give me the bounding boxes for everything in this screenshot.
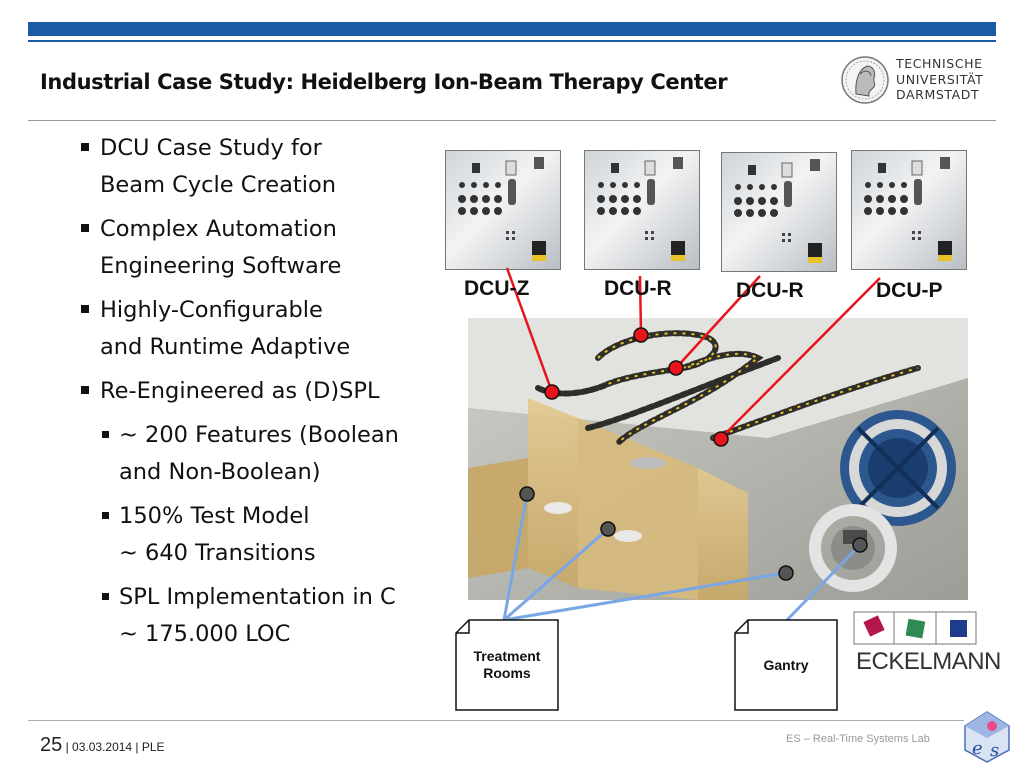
bullet-square-icon	[81, 224, 89, 232]
bullet-square-icon	[81, 386, 89, 394]
bullet-square-icon	[102, 431, 109, 438]
eckelmann-wordmark: ECKELMANN	[856, 648, 1001, 675]
room-marker	[519, 486, 535, 502]
eckelmann-logo: ECKELMANN	[852, 610, 1008, 676]
header-top-bar	[28, 22, 996, 36]
bullet-square-icon	[81, 143, 89, 151]
footer-divider	[28, 720, 964, 721]
dcu-p-connector	[719, 277, 881, 440]
page-number: 25	[40, 734, 63, 756]
room-link	[503, 571, 786, 622]
dcu-r2-marker	[668, 360, 684, 376]
room-link	[503, 527, 609, 622]
bullet-item: Re-Engineered as (D)SPL	[78, 373, 438, 410]
gantry-marker	[852, 537, 868, 553]
slide-title: Industrial Case Study: Heidelberg Ion-Be…	[40, 70, 728, 94]
bullet-text: 150% Test Model	[119, 503, 310, 529]
dcu-r1-connector	[638, 275, 643, 336]
dcu-z-marker	[544, 384, 560, 400]
dcu-panel-icon	[734, 159, 822, 263]
sub-bullet-item: 150% Test Model ~ 640 Transitions	[102, 498, 438, 572]
room-link	[502, 493, 529, 621]
dcu-label: DCU-R	[604, 277, 672, 300]
svg-text:e: e	[972, 738, 983, 759]
dcu-panel-icon	[597, 157, 685, 261]
eckelmann-logo-icon	[853, 611, 977, 645]
header-thin-line	[28, 40, 996, 42]
gantry-link	[785, 543, 862, 622]
bullet-text: DCU Case Study for	[100, 135, 322, 161]
dcu-device-image	[721, 152, 837, 272]
bullet-text: Highly-Configurable	[100, 297, 323, 323]
dcu-panel-icon	[458, 157, 546, 261]
dcu-p-marker	[713, 431, 729, 447]
bullet-square-icon	[102, 512, 109, 519]
es-lab-logo-icon: e s	[964, 711, 1010, 763]
bullet-text: ~ 640 Transitions	[119, 540, 316, 566]
dcu-device-image	[584, 150, 700, 270]
bullet-text: ~ 175.000 LOC	[119, 621, 291, 647]
bullet-text: Engineering Software	[100, 253, 342, 279]
footer-lab-name: ES – Real-Time Systems Lab	[786, 733, 930, 745]
dcu-r2-connector	[675, 275, 761, 369]
tu-darmstadt-seal-icon	[841, 56, 889, 104]
footer-date-topic: | 03.03.2014 | PLE	[62, 740, 165, 754]
room-marker	[600, 521, 616, 537]
bullet-text: Re-Engineered as (D)SPL	[100, 378, 380, 404]
bullet-text: and Non-Boolean)	[119, 459, 321, 485]
bullet-item: Highly-Configurable and Runtime Adaptive	[78, 292, 438, 366]
title-divider	[28, 120, 996, 121]
dcu-label: DCU-Z	[464, 277, 530, 300]
treatment-rooms-note: Treatment Rooms	[455, 619, 559, 711]
bullet-text: and Runtime Adaptive	[100, 334, 351, 360]
sub-bullet-item: SPL Implementation in C ~ 175.000 LOC	[102, 579, 438, 653]
footer-info: 25 | 03.03.2014 | PLE	[40, 734, 165, 757]
gantry-note: Gantry	[734, 619, 838, 711]
logo-line: TECHNISCHE	[896, 56, 983, 71]
bullet-text: SPL Implementation in C	[119, 584, 396, 610]
note-icon	[455, 619, 559, 711]
dcu-label: DCU-P	[876, 279, 943, 302]
bullet-square-icon	[81, 305, 89, 313]
bullet-text: ~ 200 Features (Boolean	[119, 422, 399, 448]
treatment-rooms-label: Treatment Rooms	[473, 648, 541, 681]
tu-darmstadt-logo-text: TECHNISCHE UNIVERSITÄT DARMSTADT	[896, 56, 983, 103]
svg-text:s: s	[990, 740, 999, 761]
dcu-label: DCU-R	[736, 279, 804, 302]
note-icon	[734, 619, 838, 711]
gantry-label: Gantry	[763, 656, 809, 673]
bullet-text: Beam Cycle Creation	[100, 172, 336, 198]
bullet-square-icon	[102, 593, 109, 600]
sub-bullet-item: ~ 200 Features (Boolean and Non-Boolean)	[102, 417, 438, 491]
room-marker	[778, 565, 794, 581]
bullet-text: Complex Automation	[100, 216, 337, 242]
logo-line: DARMSTADT	[896, 87, 980, 102]
dcu-z-connector	[505, 267, 554, 393]
logo-line: UNIVERSITÄT	[896, 71, 984, 87]
dcu-r1-marker	[633, 327, 649, 343]
dcu-device-image	[851, 150, 967, 270]
dcu-panel-icon	[864, 157, 952, 261]
dcu-device-image	[445, 150, 561, 270]
